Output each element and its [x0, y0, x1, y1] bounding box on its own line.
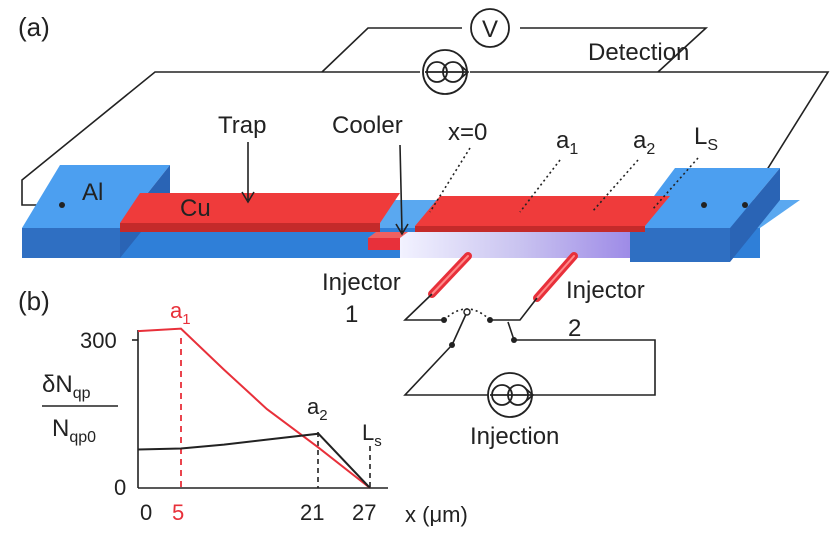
- a2-pointer: [591, 159, 639, 213]
- a1-marker-label: a1: [170, 298, 191, 328]
- cu-right-strip: [415, 196, 670, 232]
- al-right-electrode: [630, 168, 780, 262]
- cu-trap: [120, 193, 400, 232]
- x-tick-5: 5: [172, 500, 184, 525]
- injector-2-label: Injector: [566, 277, 645, 304]
- y-tick-0: 0: [114, 475, 126, 500]
- device: [22, 165, 800, 262]
- injector-1: [428, 252, 472, 298]
- a1-label-top: a1: [556, 127, 578, 158]
- voltmeter-symbol: V: [470, 8, 510, 48]
- x-axis-label: x (μm): [405, 502, 468, 527]
- ls-marker-label: Ls: [362, 420, 382, 450]
- a1-pointer: [519, 159, 561, 213]
- panel-a-label: (a): [18, 12, 50, 42]
- x0-label: x=0: [448, 119, 487, 146]
- y-label-numerator: δNqp: [42, 371, 91, 402]
- y-tick-300: 300: [80, 328, 117, 353]
- cooler-label: Cooler: [332, 112, 403, 139]
- detection-label: Detection: [588, 39, 689, 66]
- injection-label: Injection: [470, 423, 559, 450]
- injector-1-number: 1: [345, 301, 358, 328]
- injector-1-label: Injector: [322, 269, 401, 296]
- injection-circuit: [403, 293, 656, 396]
- ls-label-top: LS: [694, 123, 718, 154]
- cooler-arrow: [395, 144, 409, 236]
- cu-label: Cu: [180, 195, 211, 222]
- ls-pointer: [651, 157, 699, 211]
- injector-2: [533, 252, 578, 302]
- injector-2-number: 2: [568, 315, 581, 342]
- series-line-black: [137, 432, 371, 489]
- a2-label-top: a2: [633, 127, 655, 158]
- cu-cooler: [368, 232, 408, 250]
- chart-axes: [137, 330, 388, 489]
- a2-marker-label: a2: [307, 394, 328, 424]
- voltmeter-label: V: [482, 16, 498, 43]
- panel-b-label: (b): [18, 286, 50, 316]
- y-label-denominator: Nqp0: [52, 415, 96, 446]
- detection-current-source: [422, 49, 470, 95]
- x-tick-21: 21: [300, 500, 324, 525]
- chart-curves: [137, 327, 371, 489]
- al-label: Al: [82, 179, 103, 206]
- injection-current-source: [487, 372, 535, 418]
- trap-label: Trap: [218, 112, 266, 139]
- series-line-red: [137, 327, 371, 489]
- detection-circuit: [21, 27, 830, 206]
- trap-arrow: [241, 142, 255, 204]
- al-left-electrode: [22, 165, 170, 258]
- x-tick-27: 27: [352, 500, 376, 525]
- x-tick-0: 0: [140, 500, 152, 525]
